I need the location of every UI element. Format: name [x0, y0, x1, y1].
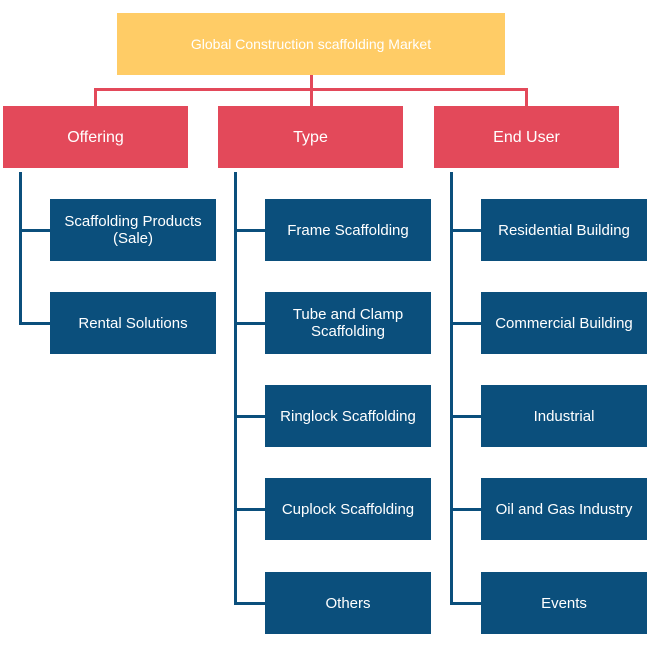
item-label: Others	[325, 594, 371, 612]
root-node: Global Construction scaffolding Market	[117, 13, 505, 75]
category-type-label: Type	[293, 128, 328, 146]
end-user-item-oil-and-gas: Oil and Gas Industry	[481, 478, 647, 540]
item-label: Ringlock Scaffolding	[280, 407, 416, 425]
type-item-cuplock: Cuplock Scaffolding	[265, 478, 431, 540]
end-user-branch-tick	[450, 602, 481, 605]
category-end-user: End User	[434, 106, 619, 168]
item-label: Cuplock Scaffolding	[281, 500, 415, 518]
item-label: Industrial	[533, 407, 595, 425]
offering-item-rental-solutions: Rental Solutions	[50, 292, 216, 354]
item-label: Rental Solutions	[78, 314, 188, 332]
type-branch-tick	[234, 602, 265, 605]
type-branch-tick	[234, 508, 265, 511]
type-branch-spine	[234, 172, 237, 605]
connector-type	[310, 88, 313, 106]
category-offering-label: Offering	[67, 128, 124, 146]
item-label: Scaffolding Products (Sale)	[64, 213, 202, 247]
end-user-branch-tick	[450, 508, 481, 511]
item-label: Frame Scaffolding	[287, 221, 409, 239]
category-end-user-label: End User	[493, 128, 560, 146]
item-label: Events	[541, 594, 587, 612]
category-offering: Offering	[3, 106, 188, 168]
root-label: Global Construction scaffolding Market	[190, 35, 432, 52]
end-user-item-commercial: Commercial Building	[481, 292, 647, 354]
type-branch-tick	[234, 229, 265, 232]
end-user-branch-tick	[450, 229, 481, 232]
type-item-others: Others	[265, 572, 431, 634]
offering-branch-tick	[19, 322, 50, 325]
end-user-item-industrial: Industrial	[481, 385, 647, 447]
type-branch-tick	[234, 322, 265, 325]
connector-end-user	[525, 88, 528, 106]
end-user-branch-tick	[450, 415, 481, 418]
end-user-item-residential: Residential Building	[481, 199, 647, 261]
type-item-tube-and-clamp: Tube and Clamp Scaffolding	[265, 292, 431, 354]
end-user-item-events: Events	[481, 572, 647, 634]
end-user-branch-spine	[450, 172, 453, 605]
offering-branch-spine	[19, 172, 22, 325]
offering-item-scaffolding-products: Scaffolding Products (Sale)	[50, 199, 216, 261]
type-branch-tick	[234, 415, 265, 418]
offering-branch-tick	[19, 229, 50, 232]
end-user-branch-tick	[450, 322, 481, 325]
item-label: Oil and Gas Industry	[495, 500, 633, 518]
category-type: Type	[218, 106, 403, 168]
item-label: Tube and Clamp Scaffolding	[292, 306, 404, 340]
connector-offering	[94, 88, 97, 106]
type-item-ringlock: Ringlock Scaffolding	[265, 385, 431, 447]
type-item-frame-scaffolding: Frame Scaffolding	[265, 199, 431, 261]
item-label: Commercial Building	[495, 314, 633, 332]
item-label: Residential Building	[498, 221, 630, 239]
root-connector-vertical	[310, 75, 313, 90]
